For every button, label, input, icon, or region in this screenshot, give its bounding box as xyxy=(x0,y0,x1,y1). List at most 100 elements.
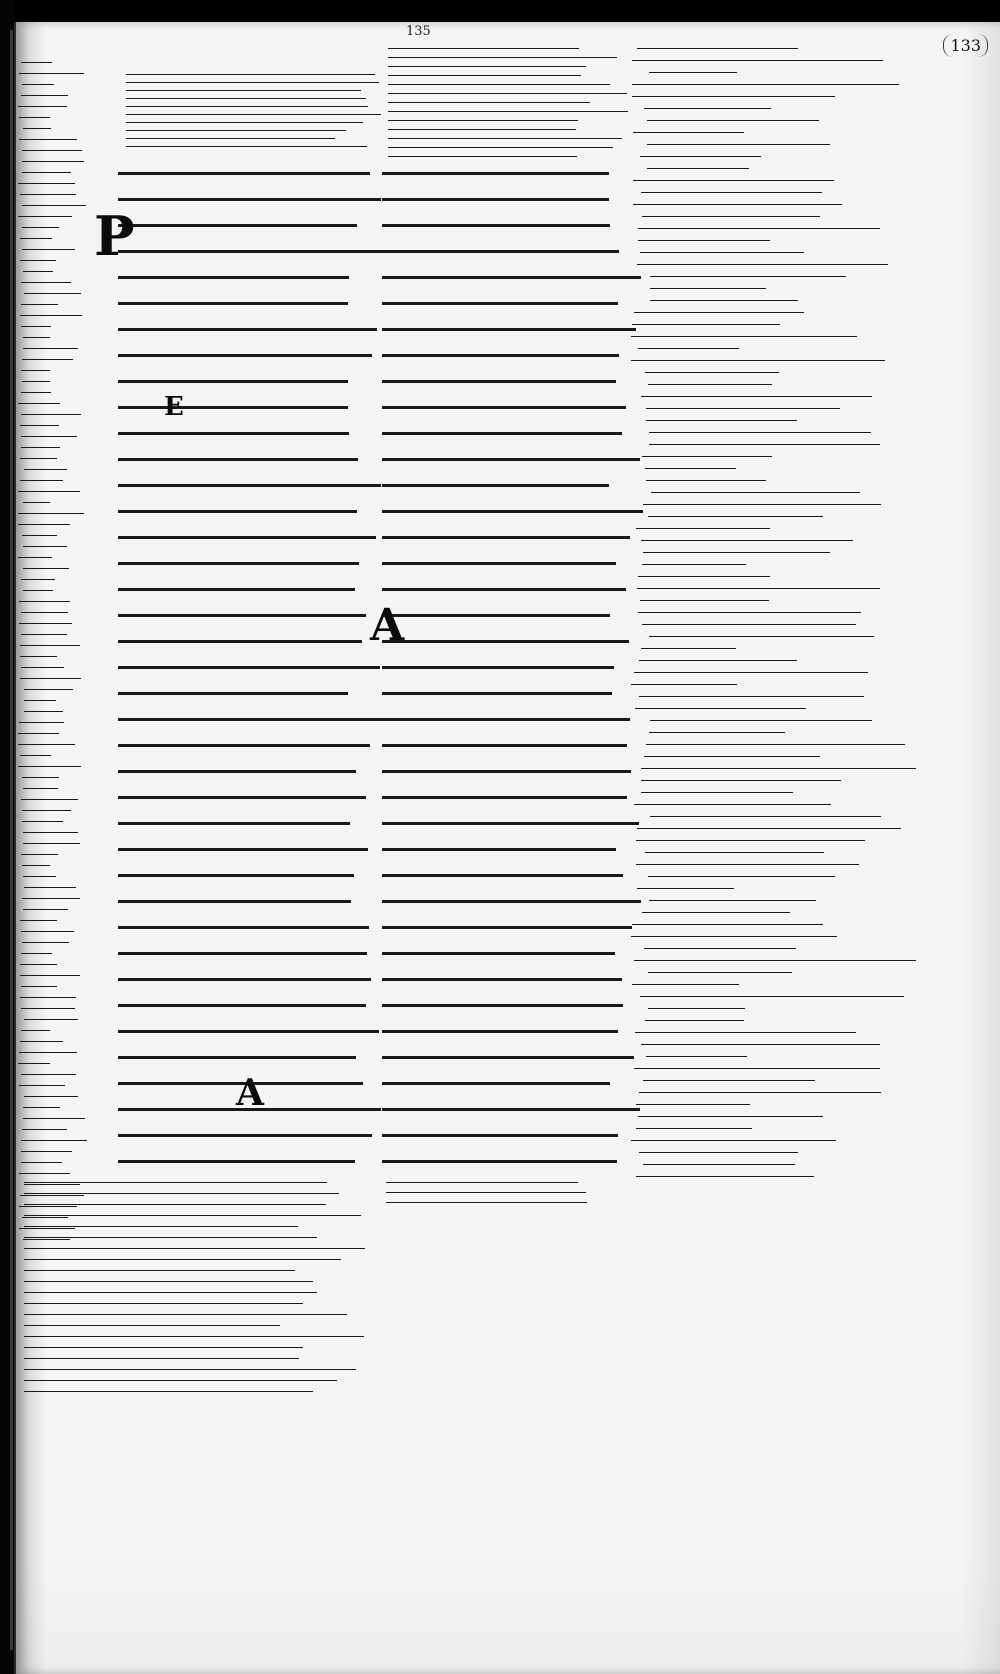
text-line xyxy=(21,84,54,85)
main-text-column-1 xyxy=(118,172,388,1182)
text-line xyxy=(24,1237,318,1238)
text-line xyxy=(20,1151,72,1152)
text-line xyxy=(22,546,68,547)
text-line xyxy=(118,354,373,357)
text-line xyxy=(22,568,70,569)
text-line xyxy=(640,192,822,193)
folio-top: 135 xyxy=(406,24,431,39)
text-line xyxy=(19,920,58,921)
text-line xyxy=(388,156,577,157)
text-line xyxy=(20,194,76,195)
text-line xyxy=(118,796,367,799)
text-line xyxy=(19,117,50,118)
text-line xyxy=(24,1182,328,1183)
text-line xyxy=(632,132,744,133)
text-line xyxy=(20,370,51,371)
text-line xyxy=(388,84,611,85)
text-line xyxy=(21,326,52,327)
text-line xyxy=(641,768,916,769)
text-line xyxy=(637,828,901,829)
text-line xyxy=(631,60,884,61)
text-line xyxy=(118,1160,355,1163)
text-line xyxy=(126,130,346,131)
text-line xyxy=(21,953,53,954)
text-line xyxy=(23,293,81,294)
text-line xyxy=(23,271,54,272)
text-line xyxy=(642,456,773,457)
text-line xyxy=(645,408,840,409)
text-line xyxy=(640,792,793,793)
text-line xyxy=(18,733,60,734)
text-line xyxy=(641,912,790,913)
text-line xyxy=(21,95,69,96)
text-line xyxy=(21,634,68,635)
text-line xyxy=(386,1202,588,1203)
text-line xyxy=(18,557,52,558)
text-line xyxy=(645,420,798,421)
text-line xyxy=(18,623,72,624)
text-line xyxy=(118,198,381,201)
text-line xyxy=(636,1104,751,1105)
text-line xyxy=(382,302,618,305)
text-line xyxy=(118,328,378,331)
text-line xyxy=(647,516,823,517)
text-line xyxy=(23,1107,61,1108)
text-line xyxy=(126,82,379,83)
text-line xyxy=(634,708,807,709)
text-line xyxy=(631,936,837,937)
text-line xyxy=(638,348,740,349)
text-line xyxy=(382,1108,641,1111)
text-line xyxy=(382,874,624,877)
text-line xyxy=(649,444,880,445)
text-line xyxy=(382,354,620,357)
text-line xyxy=(118,718,384,721)
text-line xyxy=(382,536,630,539)
text-line xyxy=(388,75,582,76)
text-line xyxy=(639,252,805,253)
text-line xyxy=(21,1140,87,1141)
text-line xyxy=(638,660,798,661)
text-line xyxy=(382,198,610,201)
text-line xyxy=(382,406,627,409)
text-line xyxy=(388,111,629,112)
left-margin-gloss xyxy=(18,62,88,1242)
text-line xyxy=(21,535,58,536)
text-line xyxy=(24,1281,314,1282)
text-line xyxy=(118,562,359,565)
text-line xyxy=(118,900,351,903)
text-line xyxy=(382,1082,610,1085)
text-line xyxy=(634,1032,856,1033)
text-line xyxy=(19,678,82,679)
text-line xyxy=(20,612,68,613)
text-line xyxy=(19,1206,77,1207)
text-line xyxy=(645,468,736,469)
text-line xyxy=(118,484,381,487)
page-bottom xyxy=(16,1554,1000,1674)
text-line xyxy=(118,536,376,539)
text-line xyxy=(382,1134,618,1137)
text-line xyxy=(648,876,835,877)
text-line xyxy=(642,564,747,565)
text-line xyxy=(22,865,51,866)
text-line xyxy=(382,1056,635,1059)
text-line xyxy=(118,302,348,305)
text-line xyxy=(18,216,73,217)
text-line xyxy=(648,384,773,385)
text-line xyxy=(20,1074,77,1075)
text-line xyxy=(382,328,637,331)
text-line xyxy=(126,90,361,91)
top-gloss-column-2 xyxy=(388,48,638,158)
text-line xyxy=(118,1134,372,1137)
text-line xyxy=(118,588,356,591)
text-line xyxy=(118,172,370,175)
text-line xyxy=(650,300,798,301)
text-line xyxy=(645,372,780,373)
text-line xyxy=(24,1303,303,1304)
text-line xyxy=(126,74,376,75)
text-line xyxy=(23,788,58,789)
text-line xyxy=(24,1259,342,1260)
text-line xyxy=(24,1325,280,1326)
text-line xyxy=(18,513,84,514)
text-line xyxy=(382,770,632,773)
text-line xyxy=(638,612,862,613)
